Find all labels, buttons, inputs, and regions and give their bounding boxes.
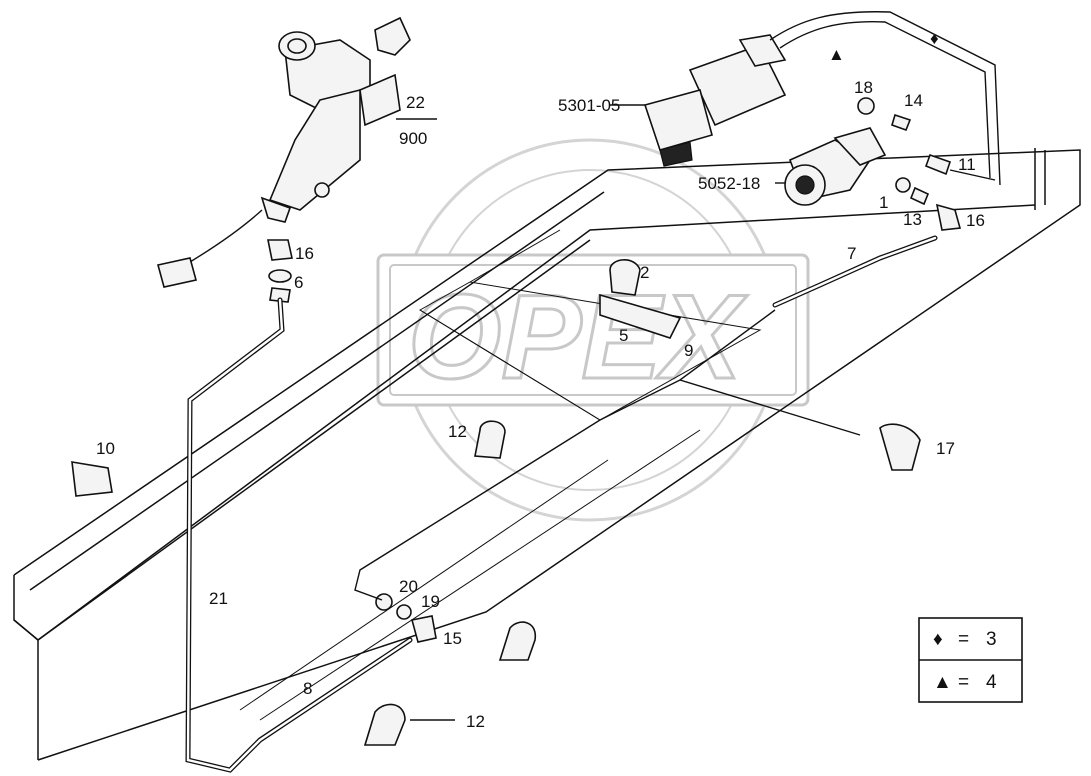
- legend-diamond-equals: =: [958, 629, 969, 650]
- label-17: 17: [936, 439, 955, 458]
- label-11: 11: [958, 155, 976, 174]
- label-16-right: 16: [966, 211, 985, 230]
- diamond-marker: ♦: [930, 29, 939, 48]
- label-7: 7: [847, 244, 856, 263]
- label-2: 2: [640, 263, 649, 282]
- label-9: 9: [684, 341, 693, 360]
- valve-5052-18: [775, 127, 887, 206]
- label-18: 18: [854, 78, 873, 97]
- label-12-top: 12: [448, 422, 467, 441]
- label-21: 21: [209, 589, 228, 608]
- fittings: [267, 97, 962, 643]
- label-14: 14: [904, 91, 923, 110]
- triangle-marker: ▲: [828, 45, 845, 64]
- label-8: 8: [303, 679, 312, 698]
- master-cylinder: [157, 16, 437, 288]
- chassis-frame: [13, 148, 1081, 761]
- label-5052-18: 5052-18: [698, 174, 760, 193]
- label-12-bottom: 12: [466, 712, 485, 731]
- label-5301-05: 5301-05: [558, 96, 620, 115]
- label-13: 13: [903, 210, 922, 229]
- legend-triangle-equals: =: [958, 672, 969, 693]
- legend-box: ♦ = 3 ▲ = 4: [918, 617, 1023, 703]
- legend-diamond-symbol: ♦: [933, 629, 943, 650]
- label-900: 900: [399, 129, 427, 148]
- label-5: 5: [619, 326, 628, 345]
- legend-triangle-value: 4: [986, 672, 997, 693]
- label-1: 1: [879, 193, 888, 212]
- clamps: [71, 259, 921, 746]
- watermark: OPEX: [376, 138, 810, 522]
- actuator-5301-05: [610, 11, 1001, 186]
- label-22: 22: [406, 93, 425, 112]
- label-19: 19: [421, 592, 440, 611]
- hoses: [185, 169, 996, 773]
- legend-diamond-value: 3: [986, 629, 997, 650]
- label-10: 10: [96, 439, 115, 458]
- label-6: 6: [294, 273, 303, 292]
- label-15: 15: [443, 629, 462, 648]
- label-20: 20: [399, 577, 418, 596]
- legend-triangle-symbol: ▲: [933, 672, 952, 693]
- label-16-left: 16: [295, 244, 314, 263]
- watermark-text: OPEX: [408, 270, 748, 404]
